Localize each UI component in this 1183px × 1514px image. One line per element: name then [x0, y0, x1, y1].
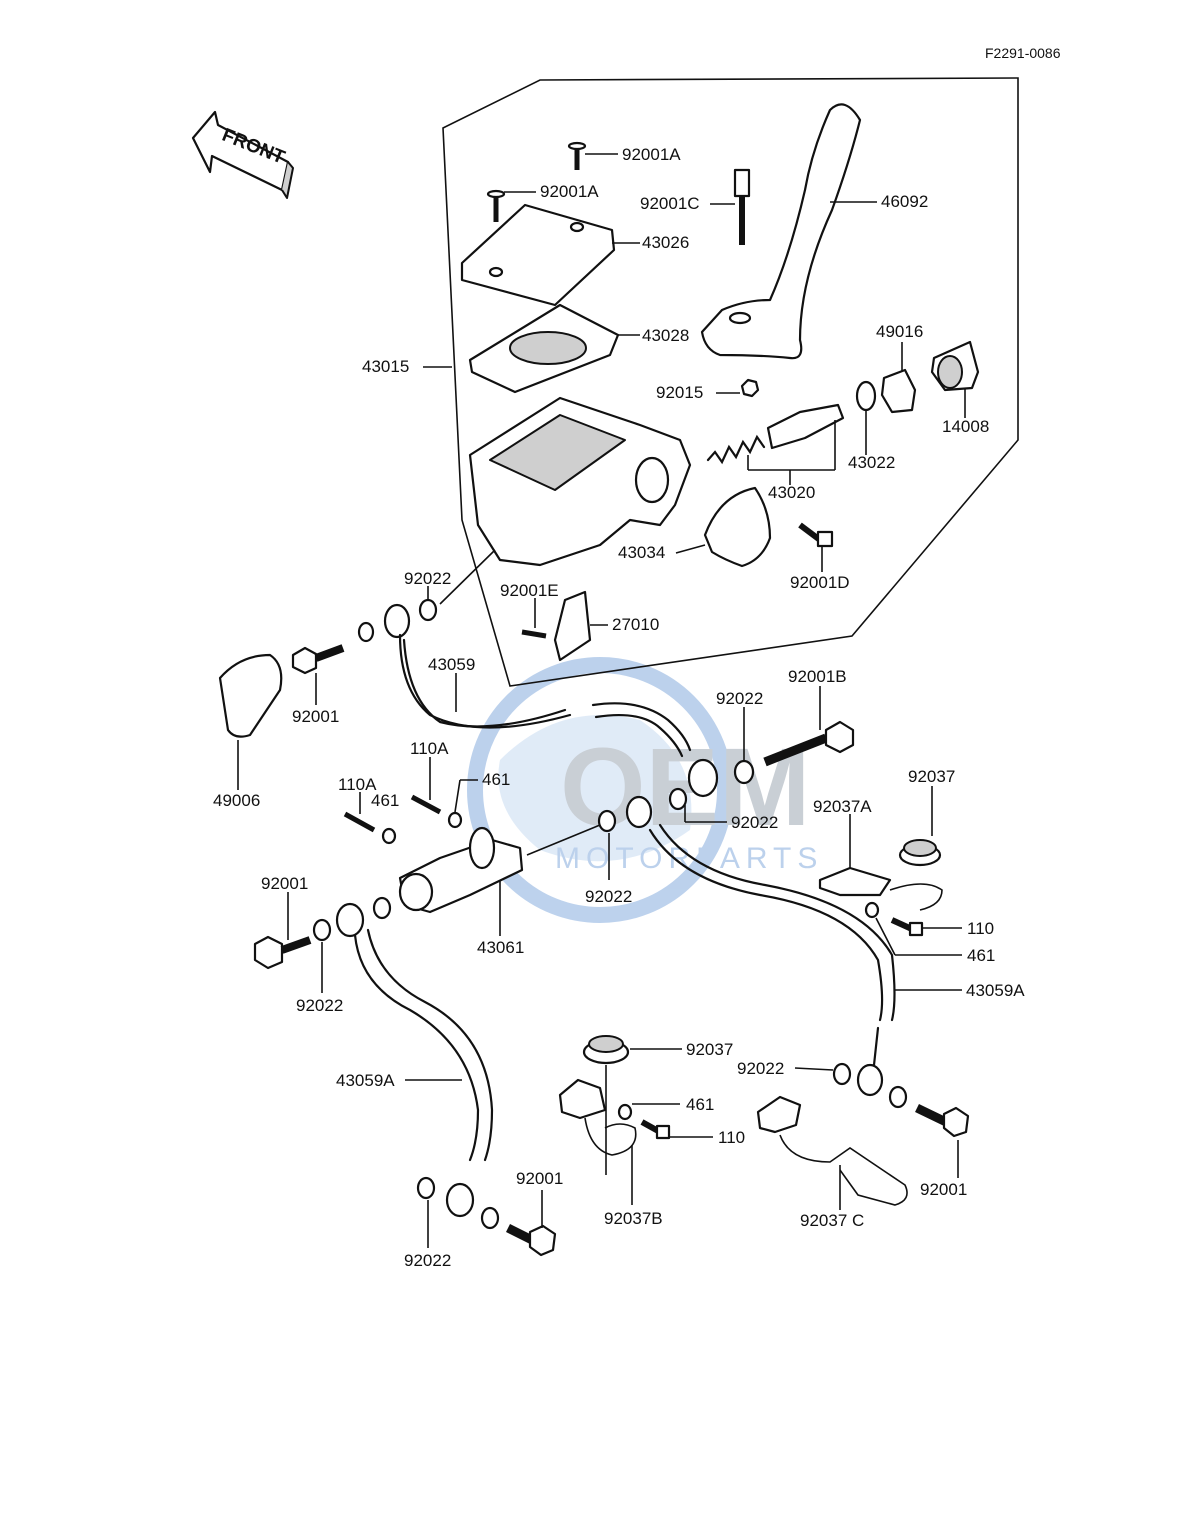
figure-code: F2291-0086 [985, 45, 1061, 61]
label-92022-bottom-left: 92022 [404, 1251, 451, 1270]
watermark-logo: OEM MOTORPARTS [467, 657, 823, 923]
master-cylinder-assembly-boundary [442, 77, 1019, 687]
label-92037B: 92037B [604, 1209, 663, 1228]
washer-92022-left [312, 918, 332, 942]
bleeder-cap-49006 [218, 653, 283, 738]
dust-boot-49016 [880, 368, 917, 414]
label-43022: 43022 [848, 453, 895, 472]
label-461-a: 461 [371, 791, 399, 810]
pivot-bolt-92001C [733, 168, 751, 245]
label-92001-top: 92001 [292, 707, 339, 726]
label-43059: 43059 [428, 655, 475, 674]
label-92022-left: 92022 [296, 996, 343, 1015]
banjo-bolt-92001B [763, 720, 855, 767]
label-92015: 92015 [656, 383, 703, 402]
hose-43059A-right [648, 828, 884, 1022]
grommet-92037-lower [582, 1035, 630, 1065]
label-110-b: 110 [718, 1128, 745, 1147]
label-43020: 43020 [768, 483, 815, 502]
reservoir-cap [460, 203, 616, 307]
watermark-sub: MOTORPARTS [555, 842, 823, 875]
label-43061: 43061 [477, 938, 524, 957]
label-43059A-right: 43059A [966, 981, 1025, 1000]
label-43034: 43034 [618, 543, 665, 562]
washer-92022-lower-right [832, 1062, 852, 1086]
label-92022-mc: 92022 [404, 569, 451, 588]
label-110A-a: 110A [338, 775, 377, 794]
front-arrow-icon: FRONT [191, 110, 294, 199]
label-461-c: 461 [967, 946, 995, 965]
banjo-bolt-92001-left [253, 935, 312, 970]
washer-461-d [617, 1103, 633, 1121]
label-92037C: 92037 C [800, 1211, 864, 1230]
banjo-bolt-92001-top [291, 644, 345, 675]
label-92022-joint: 92022 [585, 887, 632, 906]
brake-lever [700, 103, 862, 360]
label-49006: 49006 [213, 791, 260, 810]
cup-43022 [855, 380, 877, 412]
screw-92001A-top [567, 141, 587, 170]
label-92001A-left: 92001A [540, 182, 599, 201]
washer-92022-bottom-left [416, 1176, 436, 1200]
label-92001D: 92001D [790, 573, 850, 592]
washer-92022-joint [597, 809, 617, 833]
label-92001E: 92001E [500, 581, 559, 600]
washer-92022-top-left [357, 621, 375, 643]
clamp-43034 [703, 486, 772, 568]
banjo-bolt-92001-right [915, 1103, 970, 1138]
label-461-b: 461 [482, 770, 510, 789]
label-92037-lower: 92037 [686, 1040, 733, 1059]
label-92001C: 92001C [640, 194, 700, 213]
label-461-d: 461 [686, 1095, 714, 1114]
grommet-92037-top [898, 839, 942, 867]
bolt-110-b [640, 1119, 671, 1140]
label-43026: 43026 [642, 233, 689, 252]
nut-92015 [740, 378, 760, 398]
banjo-bolt-92001-bottom [505, 1223, 557, 1257]
bracket-92037A [818, 866, 892, 897]
hose-43059A-left [353, 933, 480, 1162]
label-92022-lower-right: 92022 [737, 1059, 784, 1078]
label-110A-b: 110A [410, 739, 449, 758]
bracket-92037C [756, 1095, 802, 1134]
label-49016: 49016 [876, 322, 923, 341]
label-43028: 43028 [642, 326, 689, 345]
label-92001-bottom: 92001 [516, 1169, 563, 1188]
label-92001-left: 92001 [261, 874, 308, 893]
label-27010: 27010 [612, 615, 659, 634]
label-14008: 14008 [942, 417, 989, 436]
label-92037A: 92037A [813, 797, 872, 816]
washer-92022-right [733, 759, 755, 785]
piston-spring [706, 434, 766, 465]
screw-92001E [521, 629, 547, 639]
piston-43020 [766, 403, 845, 450]
washer-461-c [864, 901, 880, 919]
leader-lines [237, 153, 966, 1248]
label-92001-right: 92001 [920, 1180, 967, 1199]
label-92037-top: 92037 [908, 767, 955, 786]
washer-461-b [447, 811, 463, 829]
label-92022-joint-right: 92022 [731, 813, 778, 832]
bolt-110A-b [410, 794, 442, 815]
label-110-a: 110 [967, 919, 994, 938]
screw-92001A-left [486, 189, 506, 222]
label-92001B: 92001B [788, 667, 847, 686]
label-46092: 46092 [881, 192, 928, 211]
label-92022-right: 92022 [716, 689, 763, 708]
bracket-92037B [558, 1078, 607, 1120]
label-43015: 43015 [362, 357, 409, 376]
bolt-110A-a [343, 811, 376, 833]
label-43059A-left: 43059A [336, 1071, 395, 1090]
washer-461-a [381, 827, 397, 845]
switch-27010 [553, 590, 592, 662]
bolt-92001D [798, 522, 834, 548]
label-92001A-top: 92001A [622, 145, 681, 164]
bolt-110-a [890, 917, 924, 937]
washer-92022-mc [418, 598, 438, 622]
